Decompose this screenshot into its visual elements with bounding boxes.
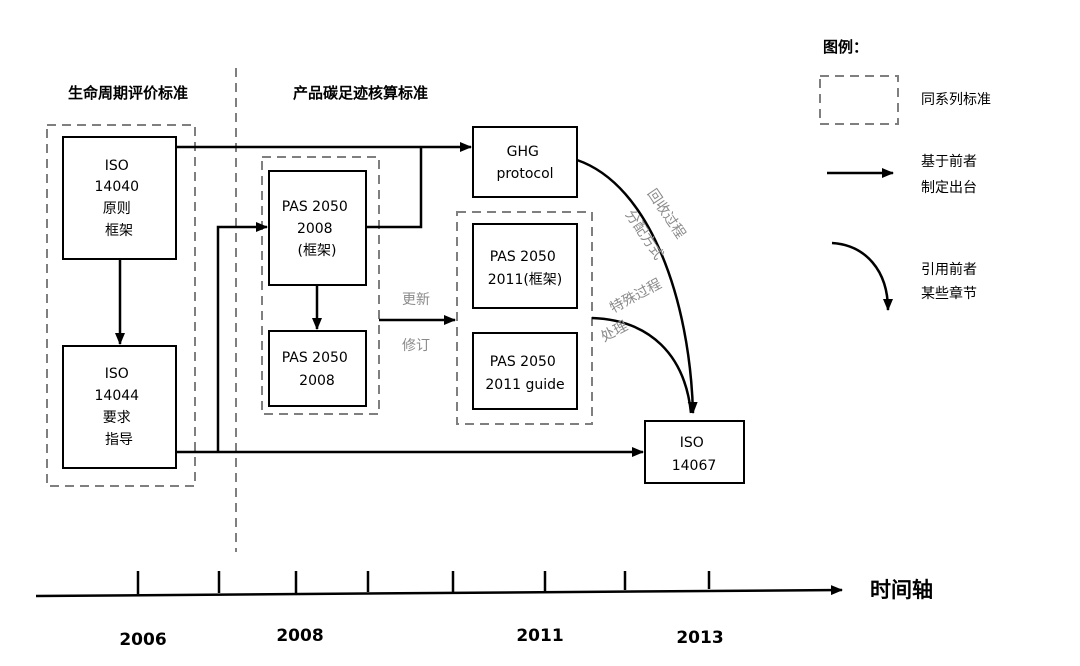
iso14044-label: ISO 14044 要求 指导 [95,366,144,448]
ghg-protocol-label: GHG protocol [496,144,553,182]
pas2050-2011-guide-box [472,332,578,410]
timeline-axis [35,585,843,598]
pas2050-2008-framework-label: PAS 2050 2008 (框架) [282,199,353,259]
pas2011-to-iso14067-curve [591,316,693,414]
iso14044-to-pas2008-arrow [216,222,268,452]
pas2050-2008-box [268,330,367,407]
legend-title: 图例： [823,38,868,56]
lca-section-title: 生命周期评价标准 [68,84,188,102]
legend-cite-label: 引用前者 某些章节 [921,261,981,302]
iso14040-label: ISO 14040 原则 框架 [95,158,144,239]
pas2050-2011-guide-label: PAS 2050 2011 guide [485,354,564,393]
pas2008-to-ghg-connector [366,147,423,229]
timeline-year-2013: 2013 [676,628,723,648]
special-process-annotation-1: 特殊过程 [607,276,664,316]
iso14067-box [644,420,745,484]
iso14044-box [62,345,177,469]
carbon-footprint-section-title: 产品碳足迹核算标准 [293,84,428,102]
ghg-protocol-box [472,126,578,198]
timeline-year-2006: 2006 [119,630,166,650]
pas2050-2008-label: PAS 2050 2008 [282,350,353,389]
legend-based-on-label: 基于前者 制定出台 [921,153,981,196]
pas2008-series-group [261,156,380,415]
legend-dashed-box [819,75,899,125]
update-revise-annotation: 更新 修订 [402,292,434,354]
timeline-year-2011: 2011 [516,626,563,646]
iso14067-label: ISO 14067 [672,435,717,474]
ghg-to-iso14067-curve [576,158,698,414]
legend-curved-arrow [831,241,893,311]
legend-series-label: 同系列标准 [921,92,991,108]
pas2050-2011-framework-label: PAS 2050 2011(框架) [488,249,563,288]
iso14040-box [62,136,177,260]
pas2050-2008-framework-box [268,170,367,286]
timeline-year-2008: 2008 [276,626,323,646]
pas2050-2011-framework-box [472,223,578,309]
timeline-axis-title: 时间轴 [870,578,933,602]
